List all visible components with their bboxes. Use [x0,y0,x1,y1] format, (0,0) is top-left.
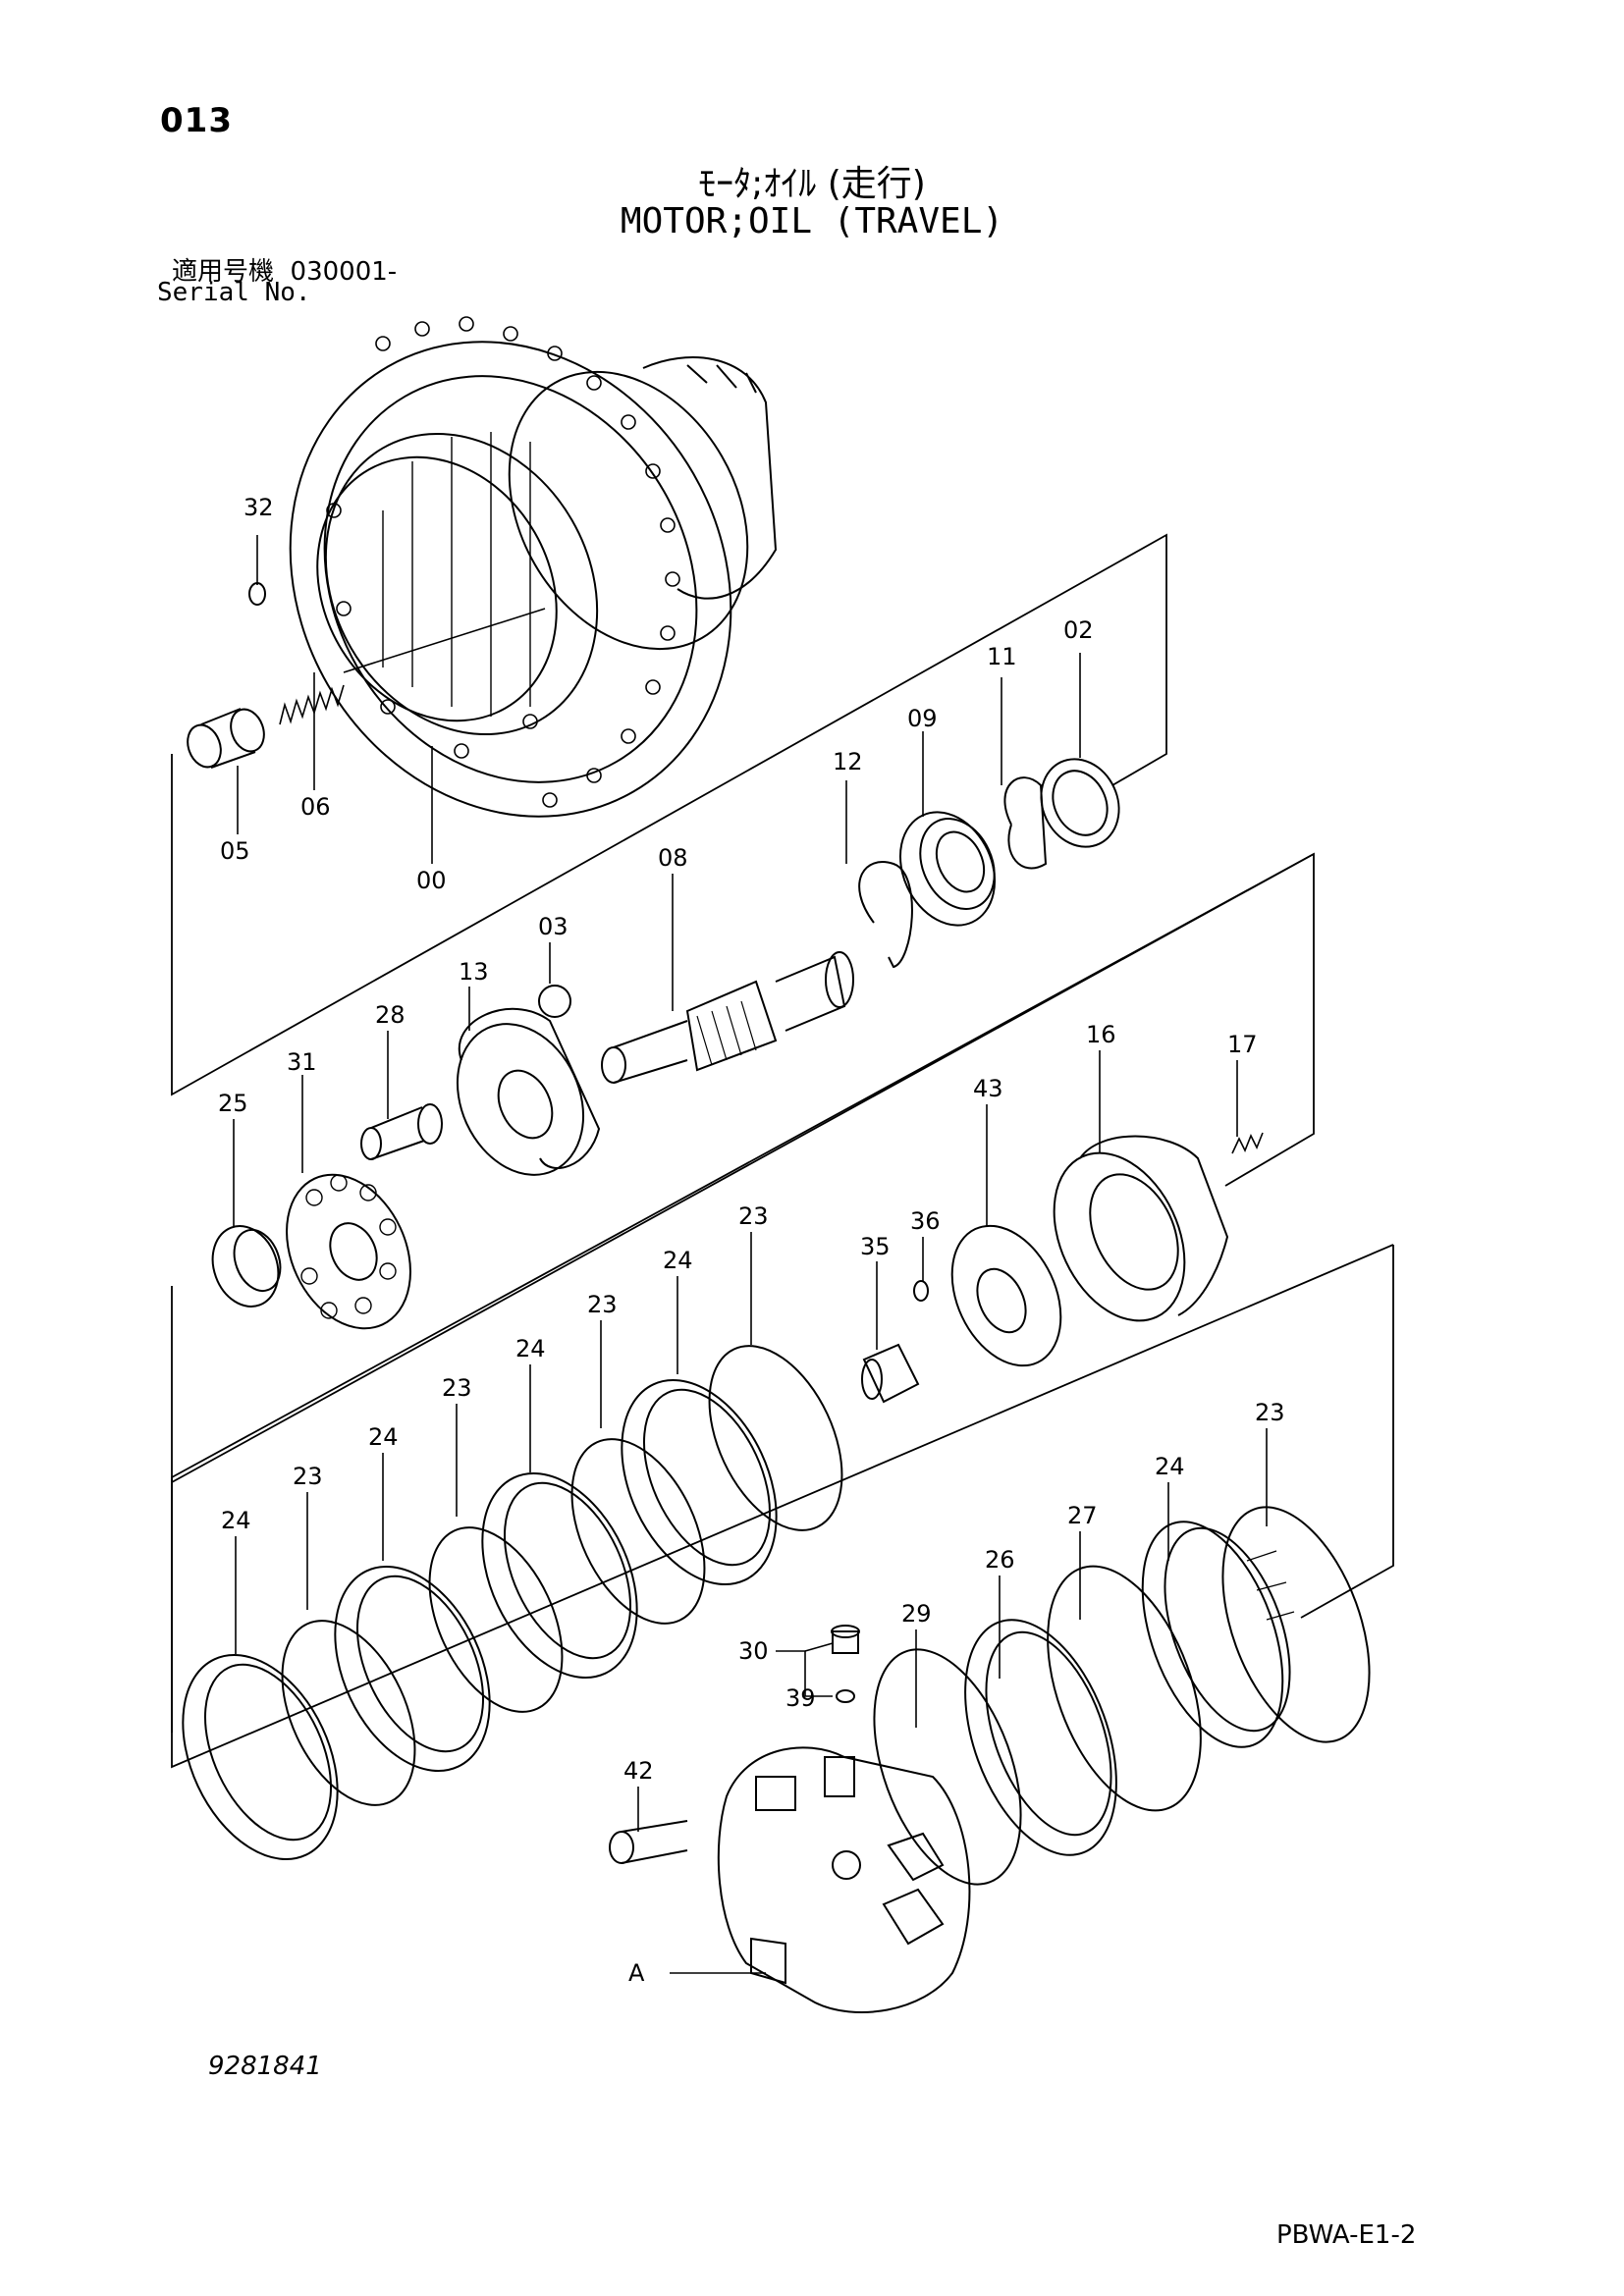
callout-labels: 32 02 11 09 12 06 05 00 08 03 13 28 31 2… [218,494,1285,1987]
callout-label: 06 [300,793,331,821]
callout-label: 24 [663,1247,693,1274]
callout-label: 42 [623,1757,654,1785]
callout-label: 00 [416,867,447,894]
callout-label: 09 [907,705,938,732]
friction-plate-stack [182,1345,843,1860]
callout-label: 25 [218,1090,248,1117]
part-valve-plate-43 [950,1224,1062,1367]
callout-label: 17 [1227,1031,1258,1058]
catalog-code: PBWA-E1-2 [1276,2220,1417,2250]
callout-label: 24 [221,1507,251,1534]
callout-label: 24 [515,1335,546,1362]
part-spring-17 [1231,1132,1264,1154]
title-japanese: ﾓｰﾀ;ｵｲﾙ (走行) [698,164,926,204]
callout-label: A [628,1959,645,1987]
callout-label: 36 [910,1207,941,1235]
callout-label: 23 [1255,1399,1285,1426]
callout-label: 23 [587,1291,618,1318]
callout-label: 39 [785,1684,816,1712]
callout-label: 32 [244,494,274,521]
callout-label: 27 [1067,1502,1098,1529]
part-plate-13 [456,1007,601,1176]
part-bearing-35 [861,1343,920,1404]
group-boundary-lines [171,533,1394,1769]
callout-label: 16 [1086,1021,1116,1048]
serial-label-english: Serial No. [157,278,311,307]
callout-label: 13 [459,958,489,986]
callout-label: 12 [833,748,863,775]
callout-label: 29 [901,1600,932,1628]
part-oring-29 [1047,1565,1202,1812]
callout-label: 43 [973,1075,1003,1102]
part-cover-33 [717,1746,971,2013]
callout-label: 26 [985,1546,1015,1574]
part-ring-25 [211,1225,282,1308]
callout-label: 35 [860,1233,891,1260]
part-bolt-41 [609,1820,688,1864]
part-snap-ring-11 [1003,776,1048,870]
part-plate-31 [286,1173,411,1330]
drawing-number: 9281841 [208,2052,322,2081]
housing-00 [289,316,778,818]
callout-label: 03 [538,913,568,940]
callout-label: 31 [287,1048,317,1076]
serial-range: 030001- [290,257,398,287]
part-pin-36 [913,1280,929,1302]
part-plate-30 [964,1619,1117,1856]
callout-label: 28 [375,1001,406,1029]
part-cylinder-16 [1053,1135,1229,1322]
page-number: 013 [160,101,233,140]
serial-label-japanese: 適用号機 030001- [172,251,397,288]
leader-lines [233,535,1268,1974]
callout-label: 24 [1155,1453,1185,1480]
part-seal-02 [1040,758,1120,848]
title-english: MOTOR;OIL (TRAVEL) [620,201,1004,241]
callout-label: 23 [738,1202,769,1230]
part-oring-27 [1221,1506,1371,1743]
part-snap-ring-12 [858,861,913,969]
part-pin-05 [187,708,265,769]
part-pin-28 [360,1103,443,1160]
callout-label: 30 [738,1637,769,1665]
part-oring-39 [873,1648,1022,1886]
callout-label: 11 [987,643,1017,670]
callout-label: 23 [442,1374,472,1402]
callout-label: 02 [1063,616,1094,644]
callout-label: 23 [293,1463,323,1490]
serial-label-jp: 適用号機 [172,257,275,287]
part-piston-26 [1141,1521,1295,1748]
part-oring-32 [248,582,266,606]
callout-label: 05 [220,837,250,865]
part-spring-06 [279,684,345,725]
part-plug-42 [831,1625,860,1703]
part-ball-03 [538,985,571,1018]
callout-label: 08 [658,844,688,872]
callout-label: 24 [368,1423,399,1451]
part-shaft-08 [601,951,854,1084]
